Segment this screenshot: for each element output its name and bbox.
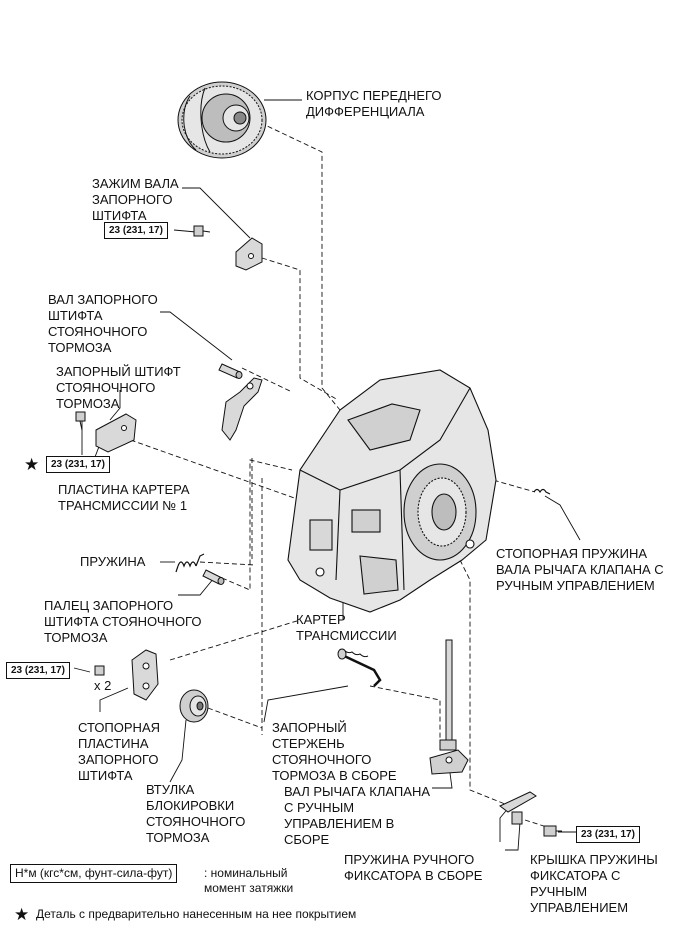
torque-box-clamp: 23 (231, 17) xyxy=(104,222,168,239)
label-valve-lever-shaft: ВАЛ РЫЧАГА КЛАПАНА С РУЧНЫМ УПРАВЛЕНИЕМ … xyxy=(284,784,431,847)
pawl-shaft-part xyxy=(218,363,243,379)
lock-rod-part xyxy=(337,648,382,687)
dashed-alignment-lines xyxy=(107,115,551,829)
label-pin-shaft: ВАЛ ЗАПОРНОГО ШТИФТА СТОЯНОЧНОГО ТОРМОЗА xyxy=(48,292,158,355)
torque-box-plate: 23 (231, 17) xyxy=(46,456,110,473)
label-stopper-plate: СТОПОРНАЯ ПЛАСТИНА ЗАПОРНОГО ШТИФТА xyxy=(78,720,160,783)
differential-case-part xyxy=(177,81,267,159)
label-spring: ПРУЖИНА xyxy=(80,554,146,569)
spring-cover-part xyxy=(543,825,562,837)
label-rod-assembly: ЗАПОРНЫЙ СТЕРЖЕНЬ СТОЯНОЧНОГО ТОРМОЗА В … xyxy=(272,720,397,783)
valve-lever-shaft-part xyxy=(429,639,469,775)
label-parking-pawl: ЗАПОРНЫЙ ШТИФТ СТОЯНОЧНОГО ТОРМОЗА xyxy=(56,364,181,411)
label-stopper-spring: СТОПОРНАЯ ПРУЖИНА ВАЛА РЫЧАГА КЛАПАНА С … xyxy=(496,546,664,593)
label-case-plate: ПЛАСТИНА КАРТЕРА ТРАНСМИССИИ № 1 xyxy=(58,482,190,513)
label-pawl-pin: ПАЛЕЦ ЗАПОРНОГО ШТИФТА СТОЯНОЧНОГО ТОРМО… xyxy=(44,598,202,645)
pin-shaft-clamp-part xyxy=(193,225,263,271)
label-spring-cover: КРЫШКА ПРУЖИНЫ ФИКСАТОРА С РУЧНЫМ УПРАВЛ… xyxy=(530,852,658,915)
spring-part xyxy=(175,553,205,573)
legend-unit-box: Н*м (кгс*см, фунт-сила-фут) xyxy=(10,864,178,883)
case-plate-part xyxy=(75,411,137,453)
stopper-spring-part xyxy=(533,488,551,495)
lock-sleeve-part xyxy=(179,689,209,723)
torque-box-spring-cover: 23 (231, 17) xyxy=(576,826,640,843)
label-differential-case: КОРПУС ПЕРЕДНЕГО ДИФФЕРЕНЦИАЛА xyxy=(306,88,442,119)
detent-spring-part xyxy=(499,791,537,825)
label-pin-shaft-clamp: ЗАЖИМ ВАЛА ЗАПОРНОГО ШТИФТА xyxy=(92,176,179,223)
precoated-star-icon: ★ xyxy=(24,455,40,474)
parking-pawl-part xyxy=(221,377,263,441)
stopper-plate-part xyxy=(94,649,159,701)
torque-box-stopper-plate: 23 (231, 17) xyxy=(6,662,70,679)
legend-star-text: Деталь с предварительно нанесенным на не… xyxy=(36,907,357,921)
label-detent-spring: ПРУЖИНА РУЧНОГО ФИКСАТОРА В СБОРЕ xyxy=(344,852,483,883)
label-transmission-case: КАРТЕР ТРАНСМИССИИ xyxy=(296,612,397,643)
pawl-pin-part xyxy=(202,569,225,585)
legend-star-icon: ★ xyxy=(14,905,30,924)
transmission-case-part xyxy=(287,369,497,613)
label-times-two: x 2 xyxy=(94,678,112,693)
label-lock-sleeve: ВТУЛКА БЛОКИРОВКИ СТОЯНОЧНОГО ТОРМОЗА xyxy=(146,782,246,845)
legend-unit-text: : номинальный момент затяжки xyxy=(204,866,294,895)
